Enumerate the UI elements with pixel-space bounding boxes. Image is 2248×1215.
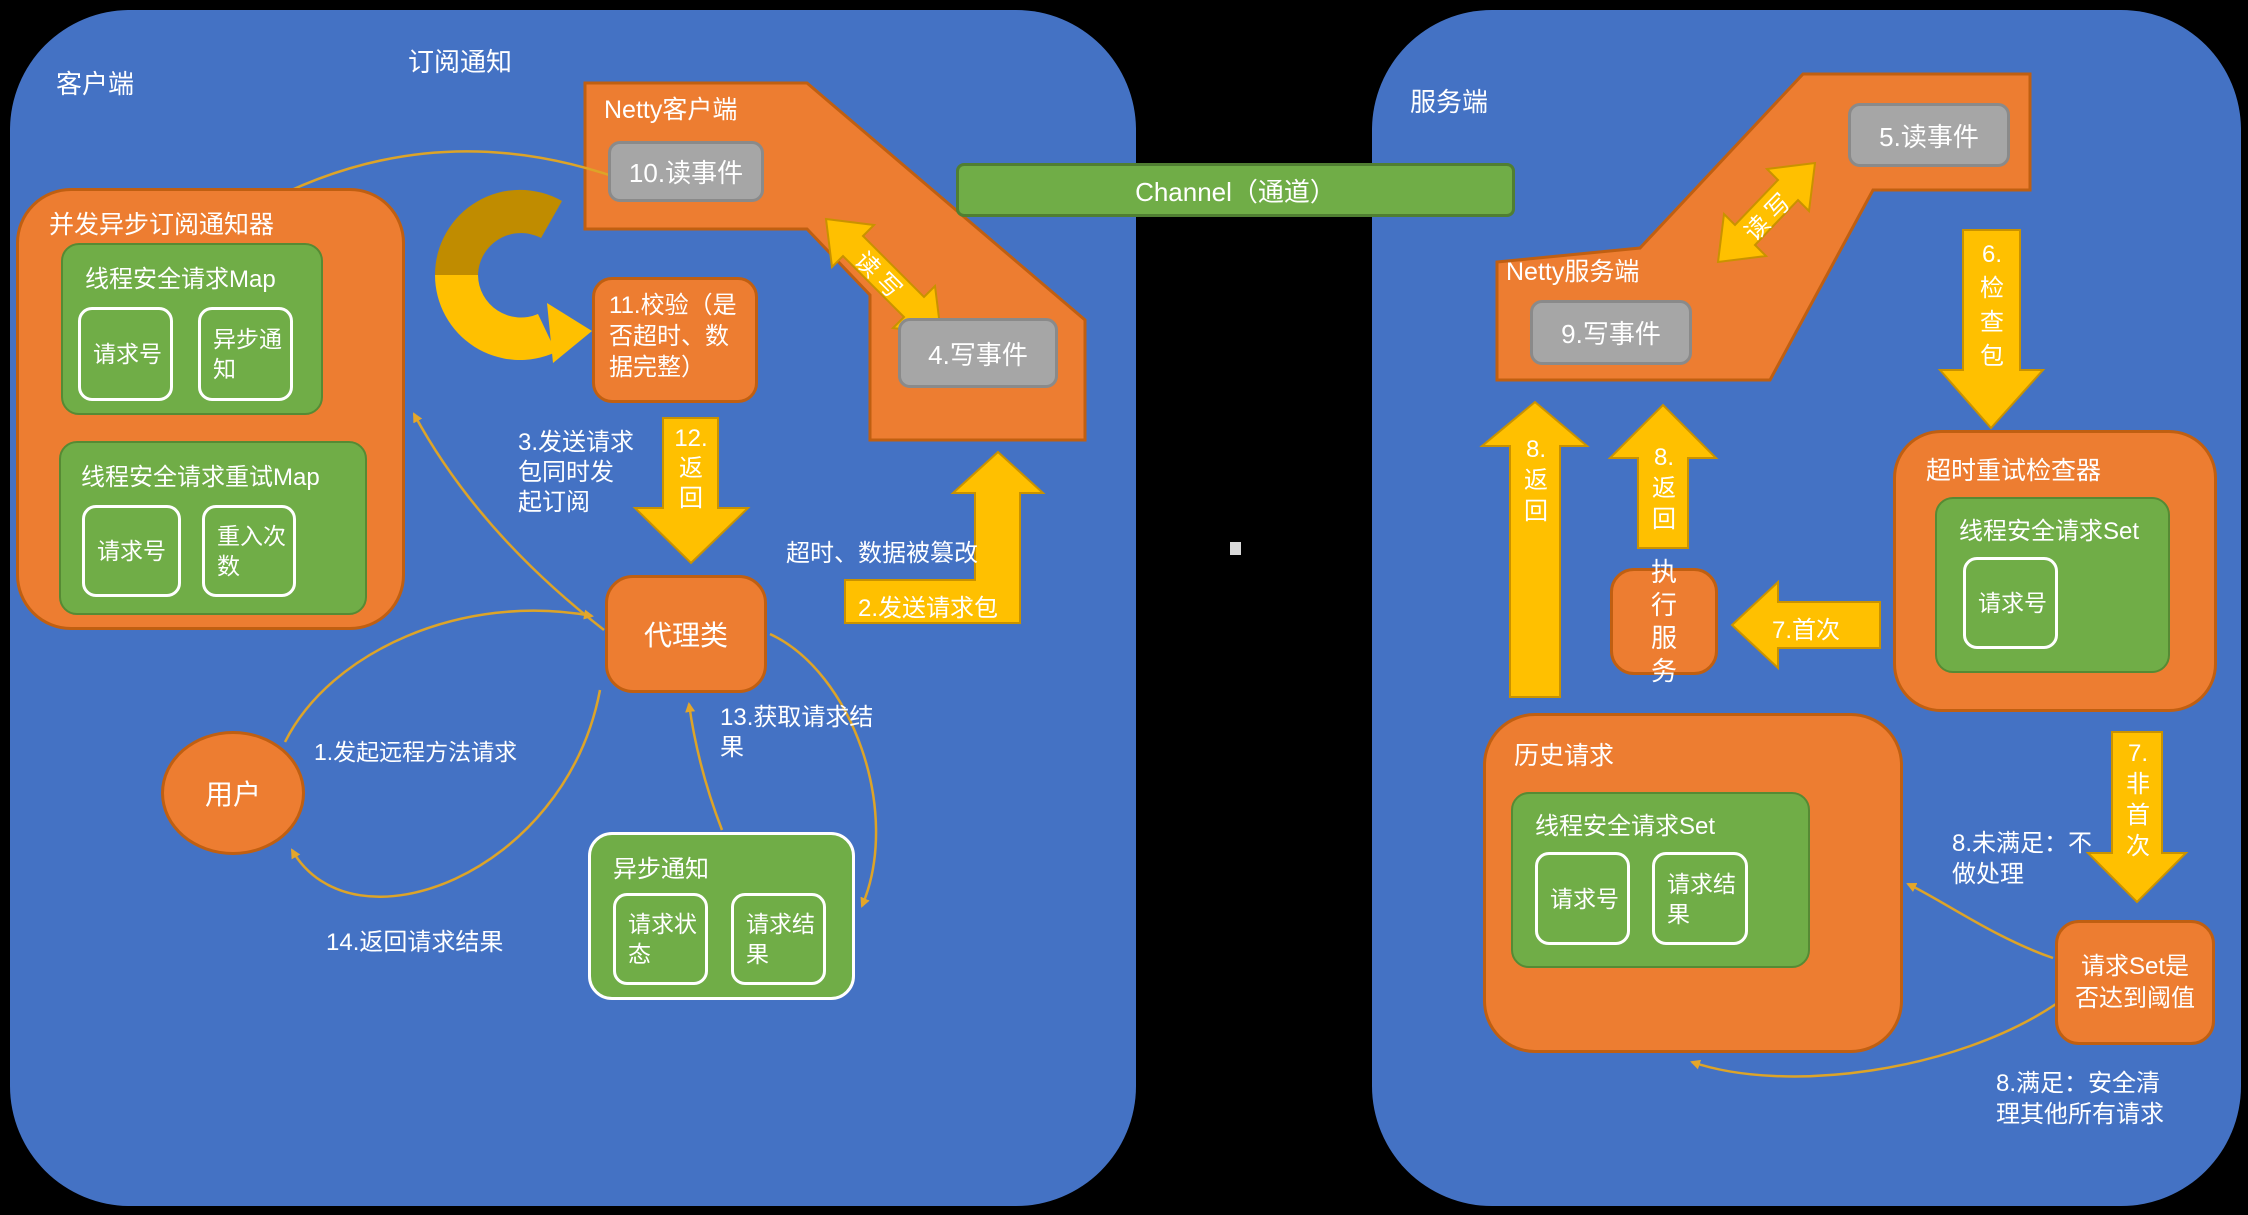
stray-dot — [1230, 542, 1241, 555]
read-event-10-box: 10.读事件 — [608, 141, 764, 202]
arrow-8-return-tall — [1479, 400, 1590, 698]
exec-service-box: 执行服务 — [1610, 557, 1718, 686]
subscribe-label: 订阅通知 — [408, 47, 513, 77]
step13-curve — [685, 702, 724, 831]
request-map-title: 线程安全请求Map — [85, 266, 276, 293]
threshold-box: 请求Set是否达到阈值 — [2055, 920, 2215, 1045]
step8-unmet-label: 8.未满足：不做处理 — [1952, 830, 2093, 888]
tamper-label: 超时、数据被篡改 — [786, 540, 978, 567]
step1-curve — [283, 609, 594, 743]
read-event-5-box: 5.读事件 — [1848, 103, 2010, 167]
step6-label: 6.检查包 — [1980, 241, 2004, 370]
client-netty-label: Netty客户端 — [604, 96, 738, 124]
threshold-met-curve — [1690, 1002, 2057, 1078]
arrow-7-first — [1730, 579, 1881, 671]
request-id-chip: 请求号 — [1535, 852, 1630, 945]
step1-label: 1.发起远程方法请求 — [314, 739, 518, 765]
arrow-2-send — [844, 450, 1046, 624]
async-notify-title: 异步通知 — [613, 856, 709, 883]
server-panel-label: 服务端 — [1410, 87, 1489, 117]
step14-curve — [290, 689, 602, 898]
step8-met-label: 8.满足：安全清理其他所有请求 — [1996, 1070, 2164, 1128]
step8-return-label-2: 8.返回 — [1652, 444, 1676, 533]
retry-map-box: 线程安全请求重试Map 请求号 重入次数 — [59, 441, 367, 615]
client-panel-label: 客户端 — [56, 69, 135, 99]
arrow-6-check — [1937, 229, 2046, 430]
request-id-chip: 请求号 — [82, 505, 181, 597]
step3-curve — [412, 412, 605, 631]
async-notify-box: 异步通知 请求状态 请求结果 — [588, 832, 855, 1000]
validate-text: 11.校验（是否超时、数据完整） — [609, 292, 737, 381]
step14-label: 14.返回请求结果 — [326, 929, 504, 956]
notifier-title: 并发异步订阅通知器 — [49, 211, 275, 239]
retry-count-chip: 重入次数 — [202, 505, 296, 597]
rw-arrow-server — [1716, 161, 1817, 264]
step2-label: 2.发送请求包 — [858, 595, 999, 622]
step7-notfirst-label: 7.非首次 — [2126, 740, 2150, 860]
write-event-9-box: 9.写事件 — [1530, 300, 1692, 365]
async-notify-chip: 异步通知 — [198, 307, 293, 401]
request-result-chip: 请求结果 — [1652, 852, 1748, 945]
request-state-chip: 请求状态 — [613, 893, 708, 985]
user-circle: 用户 — [161, 731, 305, 855]
arrow-7-notfirst — [2085, 731, 2189, 904]
step8-return-label-1: 8.返回 — [1524, 436, 1548, 525]
validate-box: 11.校验（是否超时、数据完整） — [592, 277, 758, 403]
checker-set-box: 线程安全请求Set 请求号 — [1935, 497, 2170, 673]
server-netty-label: Netty服务端 — [1506, 258, 1640, 286]
checker-title: 超时重试检查器 — [1926, 457, 2102, 485]
threshold-unmet-curve — [1906, 882, 2054, 960]
history-title: 历史请求 — [1514, 742, 1615, 770]
channel-bar: Channel（通道） — [956, 163, 1515, 217]
c-curve-upper — [434, 189, 562, 275]
proxy-box: 代理类 — [605, 575, 767, 693]
request-map-box: 线程安全请求Map 请求号 异步通知 — [61, 243, 323, 415]
history-set-title: 线程安全请求Set — [1535, 813, 1716, 840]
notifier-box: 并发异步订阅通知器 线程安全请求Map 请求号 异步通知 线程安全请求重试Map… — [16, 188, 405, 630]
history-set-box: 线程安全请求Set 请求号 请求结果 — [1511, 792, 1810, 968]
write-event-4-box: 4.写事件 — [898, 318, 1058, 388]
checker-box: 超时重试检查器 线程安全请求Set 请求号 — [1893, 430, 2217, 712]
step13-label: 13.获取请求结果 — [720, 704, 874, 761]
c-curve-lower — [435, 275, 556, 361]
step12-label: 12.返回 — [674, 425, 708, 512]
retry-map-title: 线程安全请求重试Map — [81, 464, 320, 491]
step7-first-label: 7.首次 — [1772, 617, 1841, 644]
proxy-to-async-curve — [769, 632, 878, 908]
step3-label: 3.发送请求包同时发起订阅 — [518, 429, 635, 516]
checker-set-title: 线程安全请求Set — [1959, 518, 2140, 545]
request-id-chip: 请求号 — [1963, 557, 2058, 649]
request-result-chip: 请求结果 — [731, 893, 826, 985]
arrow-8-return-short — [1607, 403, 1719, 549]
history-box: 历史请求 线程安全请求Set 请求号 请求结果 — [1483, 713, 1903, 1053]
arrow-12-return — [632, 417, 751, 565]
request-id-chip: 请求号 — [78, 307, 173, 401]
c-curve-head — [547, 303, 592, 363]
